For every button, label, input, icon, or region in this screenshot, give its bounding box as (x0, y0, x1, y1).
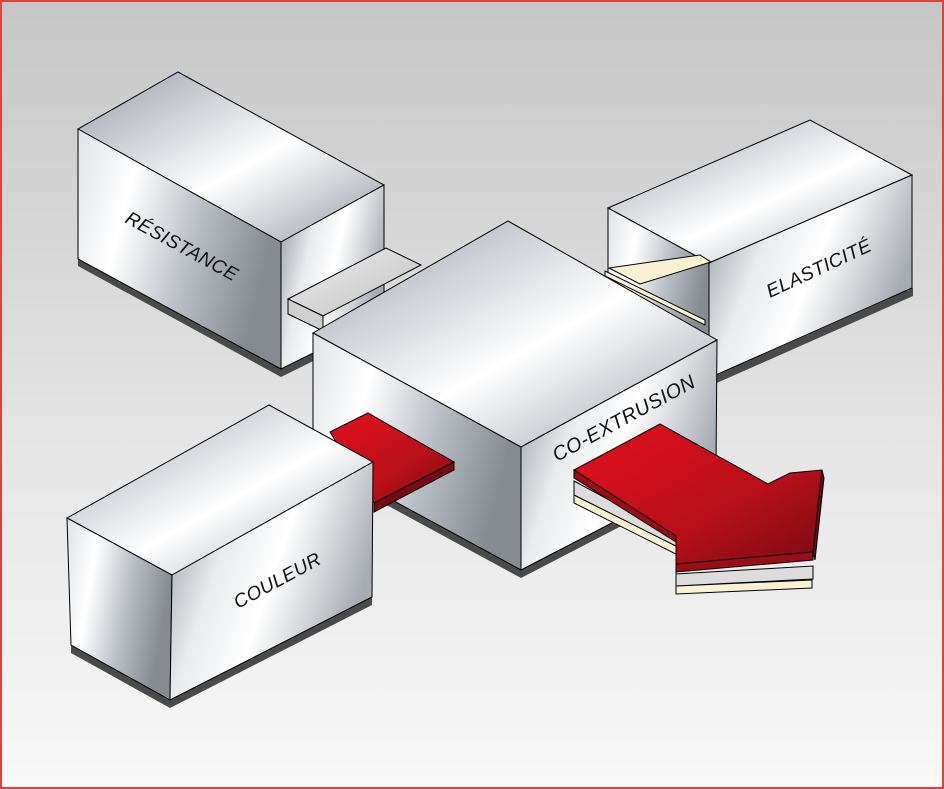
elasticity-box: ELASTICITÉ (606, 119, 914, 386)
color-box: COULEUR (65, 404, 375, 708)
output-arrow (573, 423, 825, 595)
elasticity-feed-strip (607, 254, 713, 285)
